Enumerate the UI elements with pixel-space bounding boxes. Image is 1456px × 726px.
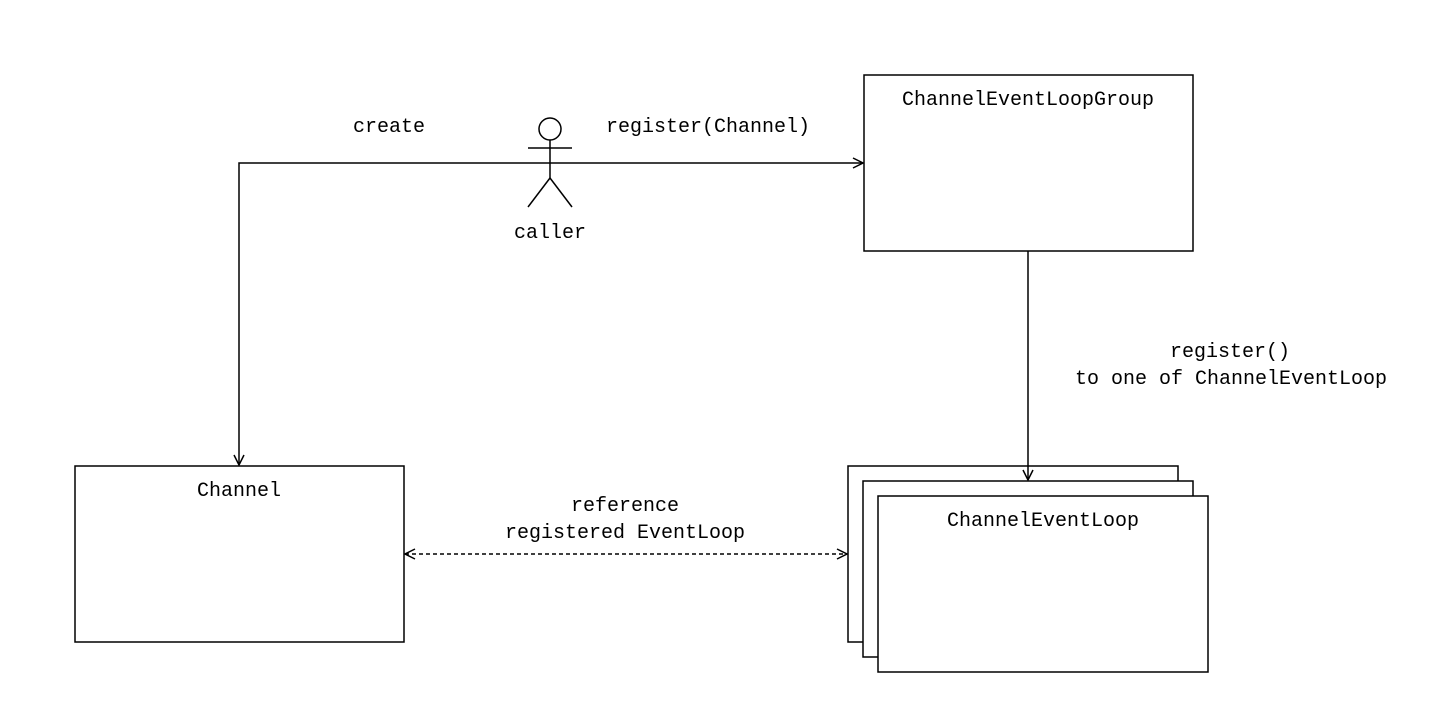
register-loop-label-line1: register()	[1170, 341, 1290, 364]
channel-event-loop-label: ChannelEventLoop	[947, 510, 1139, 533]
register-channel-edge: register(Channel)	[550, 116, 863, 163]
reference-label-line2: registered EventLoop	[505, 522, 745, 545]
create-label: create	[353, 116, 425, 139]
caller-right-leg	[549, 177, 573, 208]
channel-box	[74, 465, 405, 643]
create-arrow	[239, 162, 550, 465]
channel-event-loop-group-box	[863, 74, 1194, 252]
channel-event-loop-group-label: ChannelEventLoopGroup	[902, 89, 1154, 112]
channel-node: Channel	[74, 465, 405, 643]
reference-edge: reference registered EventLoop	[405, 495, 847, 554]
register-loop-label-line2: to one of ChannelEventLoop	[1075, 368, 1387, 391]
channel-event-loop-box-front	[877, 495, 1209, 673]
caller-actor: caller	[514, 117, 586, 245]
register-loop-edge: register() to one of ChannelEventLoop	[1028, 251, 1387, 480]
register-channel-label: register(Channel)	[606, 116, 810, 139]
create-edge: create	[239, 116, 550, 465]
reference-label-line1: reference	[571, 495, 679, 518]
channel-label: Channel	[197, 480, 281, 503]
channel-event-loop-group-node: ChannelEventLoopGroup	[863, 74, 1194, 252]
channel-event-loop-stack: ChannelEventLoop	[847, 465, 1209, 673]
caller-left-leg	[527, 177, 551, 208]
caller-head-icon	[538, 117, 562, 141]
caller-label: caller	[514, 222, 586, 245]
